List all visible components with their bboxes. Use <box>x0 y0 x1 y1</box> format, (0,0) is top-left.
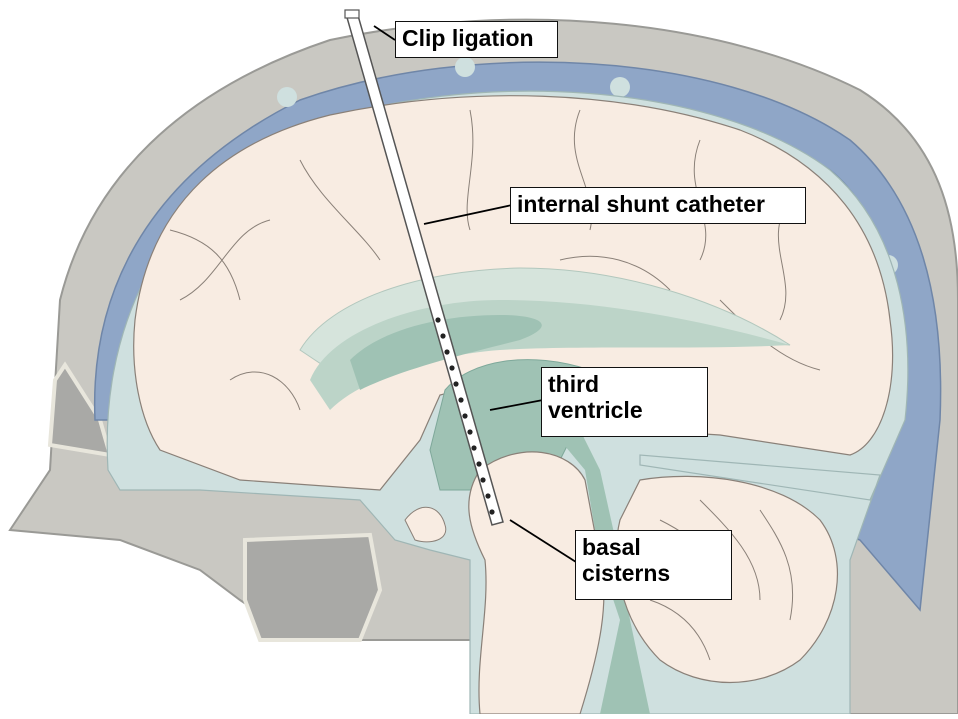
clip-ligation-label: Clip ligation <box>395 21 558 58</box>
clip-ligation-text: Clip ligation <box>402 25 551 51</box>
granulation <box>610 77 630 97</box>
ventricle-text-line2: ventricle <box>548 397 701 423</box>
cistern-text-line1: basal <box>582 534 725 560</box>
cistern-text-line2: cisterns <box>582 560 725 586</box>
catheter-label: internal shunt catheter <box>510 187 806 224</box>
basal-cisterns-label: basal cisterns <box>575 530 732 600</box>
catheter-text: internal shunt catheter <box>517 191 799 217</box>
third-ventricle-label: third ventricle <box>541 367 708 437</box>
ventricle-text-line1: third <box>548 371 701 397</box>
granulation <box>277 87 297 107</box>
granulation <box>455 57 475 77</box>
sinus-cavity <box>245 535 380 640</box>
